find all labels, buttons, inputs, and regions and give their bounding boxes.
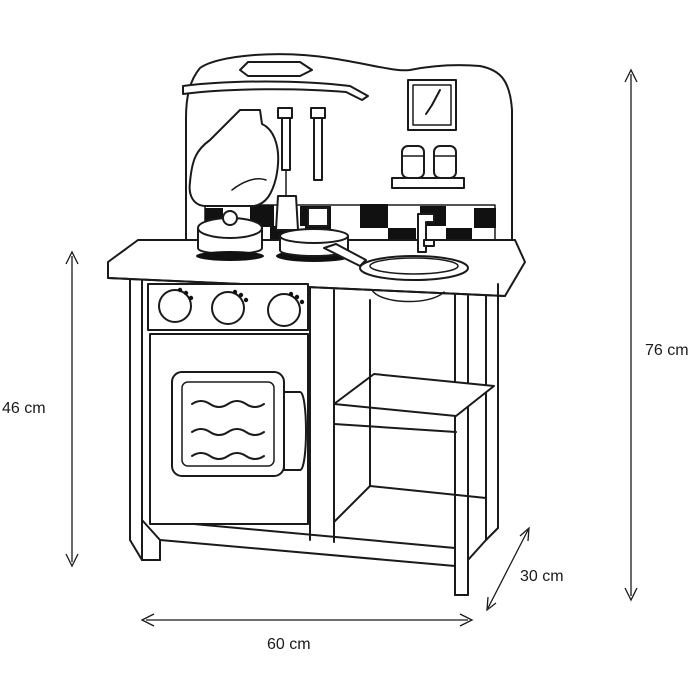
frying-pan-icon [323, 243, 469, 281]
oven-rack-waves [191, 400, 265, 460]
width-arrow [140, 613, 474, 627]
hanging-utensils [275, 107, 331, 231]
clock-icon [407, 79, 457, 131]
control-panel [147, 283, 309, 331]
height-counter-arrow [65, 250, 79, 568]
depth-label: 30 cm [520, 568, 564, 585]
sink-bowl [371, 289, 445, 303]
knob-dots [177, 287, 305, 305]
hood-rail [182, 61, 369, 101]
right-shelves [333, 299, 495, 523]
oven-mitt-icon [188, 109, 280, 207]
width-label: 60 cm [267, 636, 311, 653]
oven-door [149, 333, 309, 525]
height-total-label: 76 cm [645, 342, 689, 359]
height-counter-label: 46 cm [2, 400, 46, 417]
tap-icon [417, 213, 435, 253]
depth-arrow [486, 526, 530, 612]
pot-icon [196, 210, 264, 261]
back-panel [185, 53, 513, 261]
height-total-arrow [624, 68, 638, 602]
spice-shelf [391, 145, 465, 189]
